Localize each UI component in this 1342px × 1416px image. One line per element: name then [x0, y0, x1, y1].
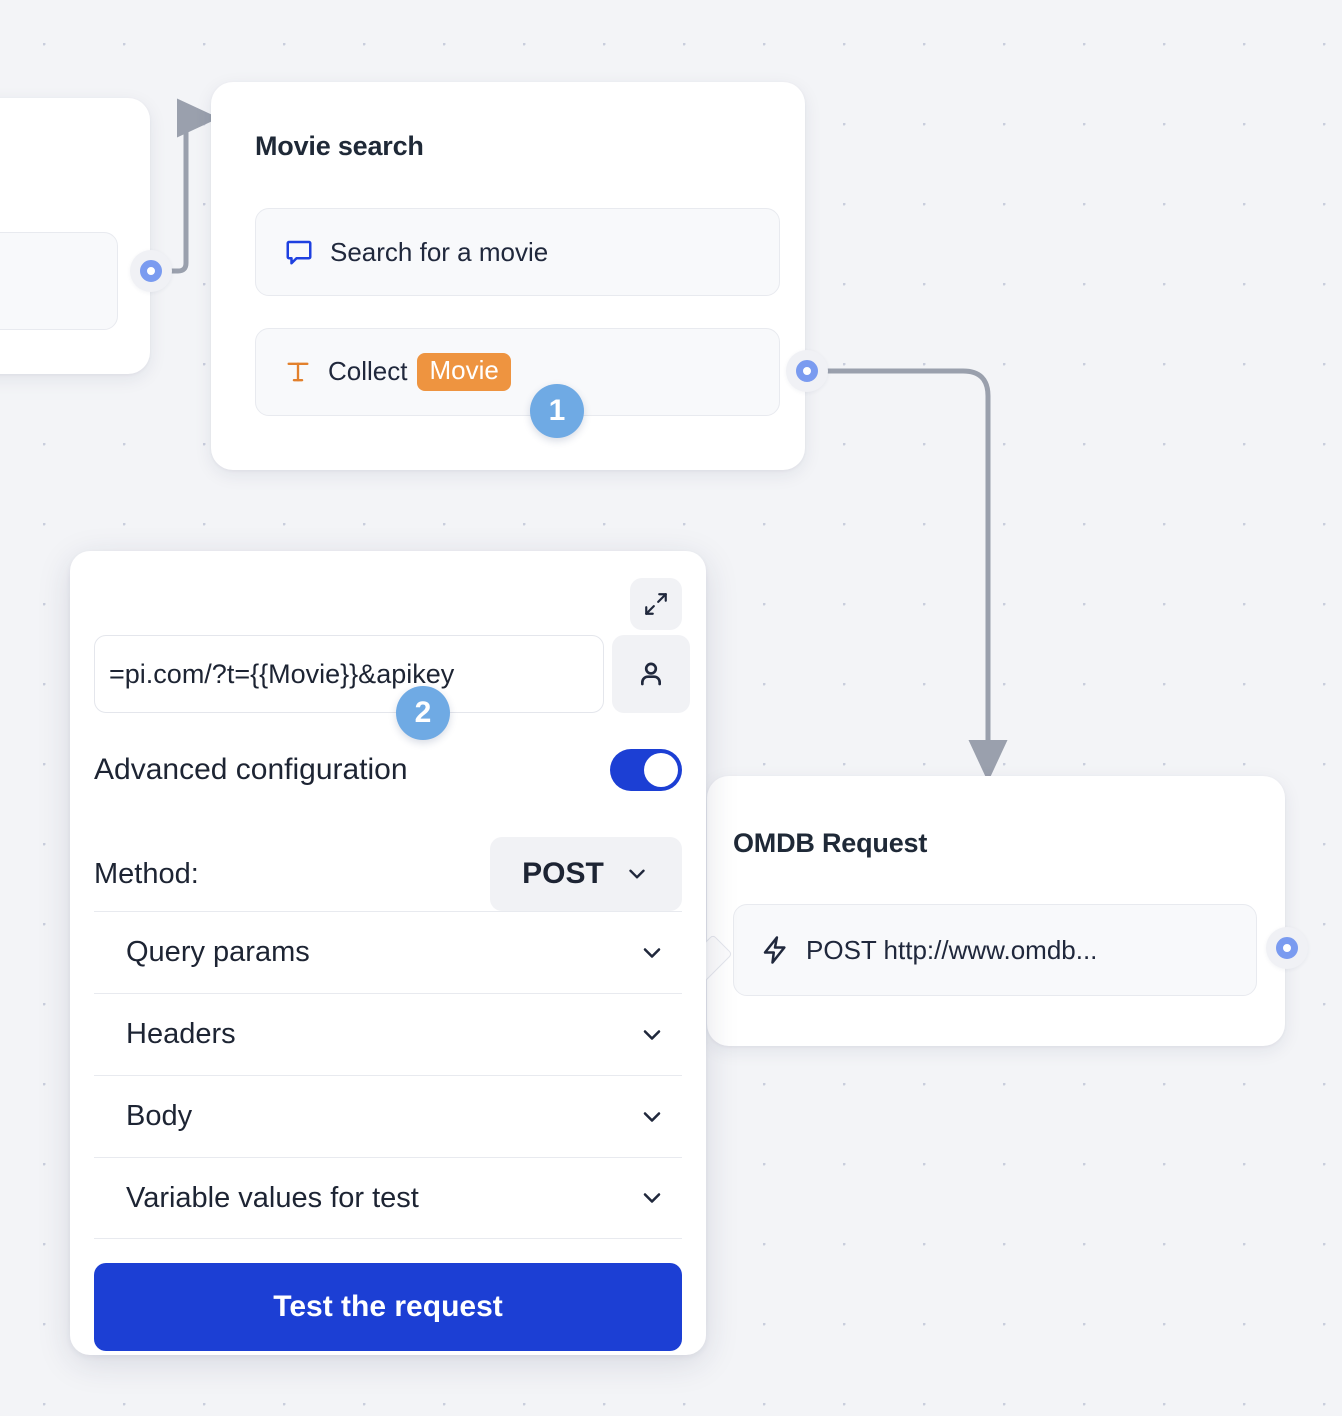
chevron-down-icon [624, 861, 650, 887]
node-row-search-for-a-movie[interactable]: Search for a movie [255, 208, 780, 296]
accordion-item-query-params[interactable]: Query params [94, 911, 682, 993]
node-omdb-request[interactable]: OMDB Request POST http://www.omdb... [707, 776, 1285, 1046]
lightning-bolt-icon [760, 935, 790, 965]
accordion-label-query-params: Query params [126, 936, 310, 968]
row-label-search-for-a-movie: Search for a movie [330, 236, 549, 267]
row-label-collect: Collect Movie [328, 353, 511, 391]
advanced-configuration-label: Advanced configuration [94, 753, 408, 786]
handle-movie-search-output[interactable] [786, 350, 828, 392]
accordion-item-variable-values-for-test[interactable]: Variable values for test [94, 1157, 682, 1239]
config-accordion: Query params Headers Body [94, 911, 682, 1239]
test-the-request-button[interactable]: Test the request [94, 1263, 682, 1351]
chevron-down-icon[interactable] [638, 1103, 666, 1131]
chevron-down-icon[interactable] [638, 1021, 666, 1049]
step-badge-1: 1 [530, 384, 584, 438]
row-label-post-request: POST http://www.omdb... [806, 934, 1098, 965]
advanced-configuration-row[interactable]: Advanced configuration [94, 749, 682, 791]
node-row-post-request[interactable]: POST http://www.omdb... [733, 904, 1257, 996]
node-movie-search-title: Movie search [255, 131, 424, 161]
request-url-input[interactable] [94, 635, 604, 713]
chevron-down-icon[interactable] [638, 1184, 666, 1212]
chevron-down-icon[interactable] [638, 939, 666, 967]
node-row-collect-movie[interactable]: Collect Movie [255, 328, 780, 416]
accordion-label-headers: Headers [126, 1018, 236, 1050]
method-label: Method: [94, 857, 199, 890]
accordion-item-headers[interactable]: Headers [94, 993, 682, 1075]
method-select[interactable]: POST [490, 837, 682, 911]
method-row: Method: POST [94, 837, 682, 911]
person-icon[interactable] [612, 635, 690, 713]
edge-movie-search-to-omdb [825, 368, 1008, 782]
handle-prev-node-output[interactable] [130, 250, 172, 292]
speech-bubble-icon [284, 237, 314, 267]
step-badge-2: 2 [396, 686, 450, 740]
node-omdb-request-title: OMDB Request [733, 828, 928, 858]
request-config-panel[interactable]: Advanced configuration Method: POST Quer… [70, 551, 706, 1355]
variable-tag-movie[interactable]: Movie [417, 353, 511, 391]
collect-text: Collect [328, 356, 408, 387]
handle-omdb-output[interactable] [1266, 927, 1308, 969]
accordion-item-body[interactable]: Body [94, 1075, 682, 1157]
expand-icon[interactable] [630, 578, 682, 630]
method-selected-value: POST [522, 857, 604, 890]
previous-node-partial[interactable] [0, 98, 150, 374]
edge-prev-to-movie-search [167, 98, 219, 274]
accordion-label-variable-values-for-test: Variable values for test [126, 1181, 419, 1214]
advanced-configuration-toggle[interactable] [610, 749, 682, 791]
previous-node-row[interactable] [0, 232, 118, 330]
accordion-label-body: Body [126, 1100, 193, 1132]
node-movie-search[interactable]: Movie search Search for a movie Collect … [211, 82, 805, 470]
url-row[interactable] [94, 635, 690, 713]
text-type-icon [284, 358, 312, 386]
